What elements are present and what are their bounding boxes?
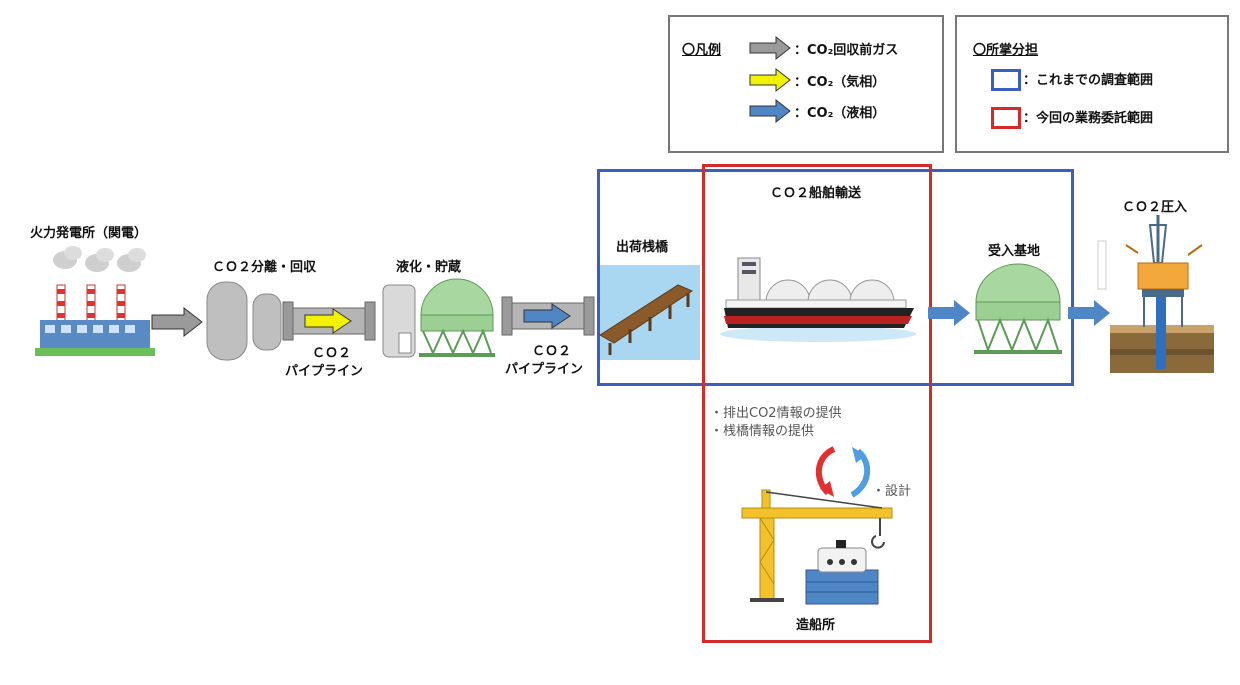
pipeline-2-icon: [501, 296, 595, 336]
liquefy-storage-icon: [382, 278, 495, 358]
receiving-label: 受入基地: [988, 244, 1041, 259]
legend-scope-title: 〇所掌分担: [973, 43, 1039, 58]
legend-flow-item-liquid-phase: ：CO₂（液相）: [794, 106, 886, 121]
legend-scope-item-previous: ：これまでの調査範囲: [1023, 73, 1154, 88]
legend-scope-box: 〇所掌分担 ：これまでの調査範囲 ：今回の業務委託範囲: [955, 15, 1229, 153]
note-emission-info: ・排出CO2情報の提供: [710, 406, 842, 421]
separation-unit-icon: [206, 281, 282, 361]
note-design: ・設計: [872, 484, 912, 499]
legend-arrow-gray: [749, 35, 791, 61]
pipeline-2-label-line2: パイプライン: [505, 362, 584, 377]
separation-label: ＣＯ２分離・回収: [212, 260, 317, 275]
scope-current-box: [702, 164, 932, 643]
shipyard-crane-icon: [741, 489, 893, 605]
arrow-gray-1: [151, 306, 203, 338]
legend-flow-title: 〇凡例: [682, 43, 722, 58]
legend-arrow-yellow: [749, 67, 791, 93]
pipeline-2-label-line1: ＣＯ２: [532, 344, 572, 359]
arrow-blue-2: [1068, 300, 1110, 326]
shipping-label: ＣＯ２船舶輸送: [770, 186, 862, 201]
feedback-arrows-icon: [816, 446, 870, 498]
pipeline-1-label-line2: パイプライン: [285, 364, 364, 379]
arrow-blue-1: [928, 300, 970, 326]
scope-previous-box: [597, 169, 1074, 386]
legend-arrow-blue: [749, 98, 791, 124]
legend-scope-red-square: [991, 107, 1021, 129]
shipyard-label: 造船所: [796, 618, 836, 633]
power-plant-icon: [35, 246, 155, 356]
power-plant-label: 火力発電所（関電）: [30, 226, 148, 241]
pier-label: 出荷桟橋: [616, 240, 669, 255]
note-pier-info: ・桟橋情報の提供: [710, 424, 815, 439]
legend-scope-item-current: ：今回の業務委託範囲: [1023, 111, 1154, 126]
legend-flow-item-gas: ：CO₂回収前ガス: [794, 43, 899, 58]
legend-flow-item-gas-phase: ：CO₂（気相）: [794, 75, 886, 90]
legend-flow-box: 〇凡例 ：CO₂回収前ガス ：CO₂（気相） ：CO₂（液相）: [668, 15, 944, 153]
lng-ship-icon: [720, 257, 916, 342]
legend-scope-blue-square: [991, 69, 1021, 91]
liquefy-label: 液化・貯蔵: [396, 260, 462, 275]
receiving-tank-icon: [974, 263, 1062, 354]
injection-label: ＣＯ２圧入: [1122, 200, 1188, 215]
pipeline-1-label-line1: ＣＯ２: [312, 346, 352, 361]
offshore-platform-icon: [1097, 215, 1214, 373]
pipeline-1-icon: [282, 301, 376, 341]
pier-icon: [599, 265, 700, 360]
